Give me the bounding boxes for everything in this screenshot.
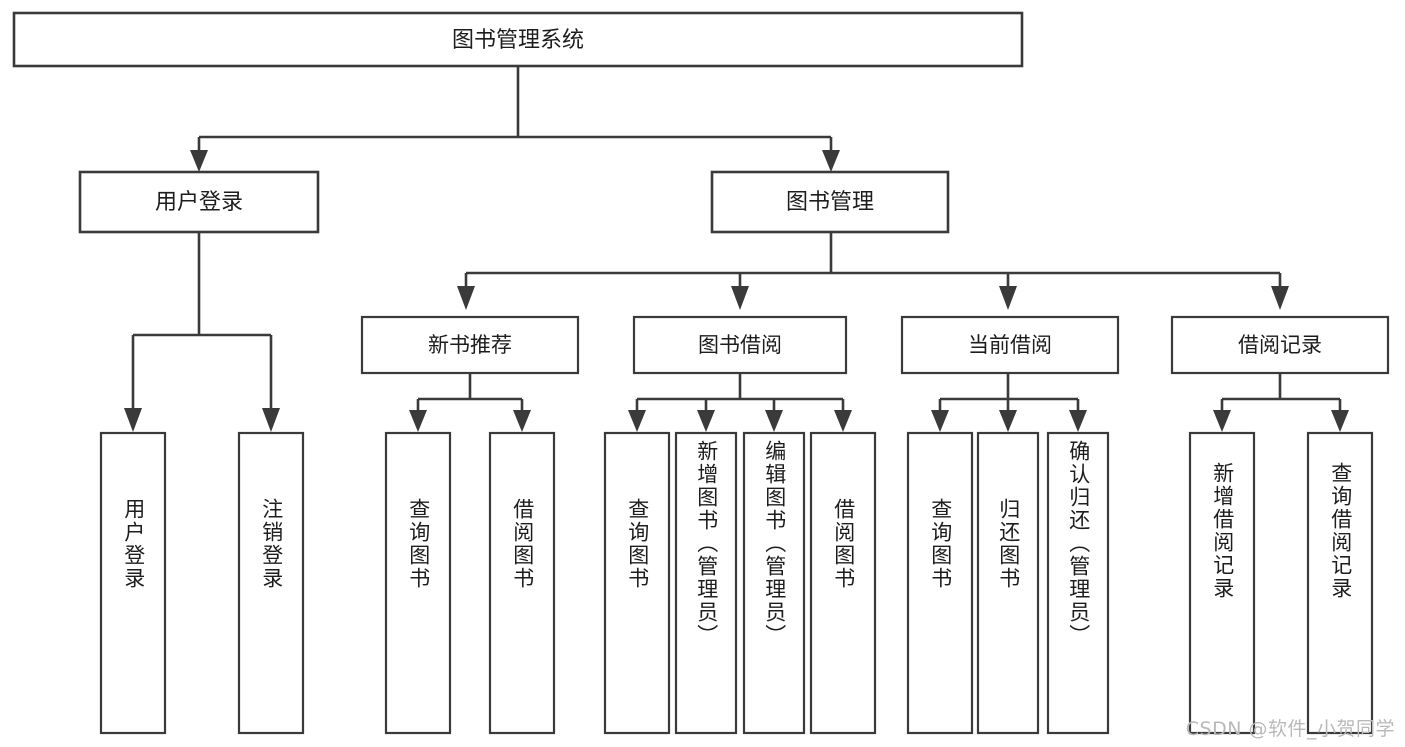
connector-userlogin-to-leaves <box>124 232 280 432</box>
node-new-book-rec-label: 新书推荐 <box>428 333 512 357</box>
node-book-manage[interactable]: 图书管理 <box>710 170 950 234</box>
node-leaf-confirm-return[interactable] <box>1046 431 1110 735</box>
node-leaf-edit-book[interactable] <box>742 431 806 735</box>
node-leaf-query-record[interactable] <box>1306 431 1374 735</box>
node-root[interactable]: 图书管理系统 <box>12 11 1024 68</box>
node-leaf-query-book-rec[interactable] <box>384 431 452 735</box>
node-leaf-query-book-borrow[interactable] <box>603 431 671 735</box>
node-current-borrow[interactable]: 当前借阅 <box>900 315 1120 375</box>
connector-borrowrecord-to-leaves <box>1213 373 1349 432</box>
node-borrow-record-label: 借阅记录 <box>1238 333 1322 357</box>
node-leaf-return-book[interactable] <box>976 431 1040 735</box>
connector-bookmanage-to-level3 <box>457 232 1289 310</box>
node-book-borrow-label: 图书借阅 <box>698 333 782 357</box>
node-root-label: 图书管理系统 <box>452 28 584 53</box>
node-book-borrow[interactable]: 图书借阅 <box>632 315 848 375</box>
node-leaf-borrow-book-rec[interactable] <box>488 431 556 735</box>
node-user-login[interactable]: 用户登录 <box>78 170 320 234</box>
node-leaf-borrow-book[interactable] <box>809 431 877 735</box>
connector-bookborrow-to-leaves <box>628 373 852 432</box>
connector-currentborrow-to-leaves <box>931 373 1087 432</box>
node-borrow-record[interactable]: 借阅记录 <box>1170 315 1390 375</box>
node-new-book-rec[interactable]: 新书推荐 <box>360 315 580 375</box>
node-leaf-query-book-current[interactable] <box>906 431 974 735</box>
connector-newbookrec-to-leaves <box>409 373 531 432</box>
node-book-manage-label: 图书管理 <box>786 190 874 215</box>
node-leaf-user-logout[interactable] <box>237 431 305 735</box>
connector-root-to-level2 <box>190 66 840 172</box>
node-leaf-add-record[interactable] <box>1188 431 1256 735</box>
node-current-borrow-label: 当前借阅 <box>968 333 1052 357</box>
node-user-login-label: 用户登录 <box>155 190 243 215</box>
node-leaf-add-book[interactable] <box>674 431 738 735</box>
node-leaf-user-login[interactable] <box>99 431 167 735</box>
csdn-watermark: CSDN @软件_小贺同学 <box>1185 718 1395 740</box>
